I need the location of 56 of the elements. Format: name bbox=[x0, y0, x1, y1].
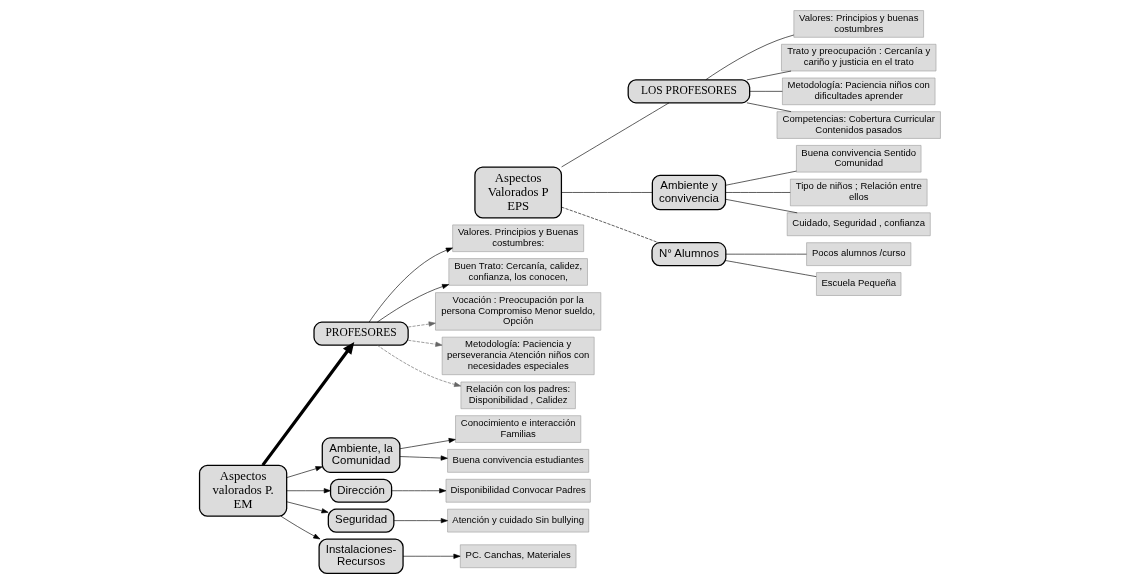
node-box: Dirección bbox=[329, 478, 393, 503]
arrow bbox=[286, 466, 323, 478]
node-box: Atención y cuidado Sin bullying bbox=[447, 508, 590, 533]
node-box: N° Alumnos bbox=[651, 242, 727, 267]
arrow bbox=[377, 284, 450, 323]
node-box: Buen Trato: Cercanía, calidez, confianza, los conocen, bbox=[448, 258, 588, 286]
node-box: Trato y preocupación : Cercanía y cariño y justicia en el trato bbox=[781, 43, 937, 72]
arrow bbox=[391, 488, 447, 494]
connector bbox=[746, 102, 792, 112]
connector bbox=[746, 70, 792, 81]
arrow bbox=[402, 553, 461, 559]
connector bbox=[705, 34, 795, 80]
node-box: Metodología: Paciencia y perseverancia Atención niños con necesidades especiales bbox=[441, 336, 595, 375]
connector bbox=[725, 253, 807, 255]
node-box: Aspectos Valorados P EPS bbox=[474, 166, 563, 219]
node-box: Aspectos valorados P. EM bbox=[198, 464, 288, 517]
arrow bbox=[407, 340, 443, 347]
arrow bbox=[399, 438, 456, 450]
node-box: Instalaciones- Recursos bbox=[318, 538, 404, 575]
connector bbox=[725, 260, 817, 277]
node-box: PROFESORES bbox=[313, 321, 409, 346]
arrow bbox=[261, 342, 355, 467]
node-box: Tipo de niños ; Relación entre ellos bbox=[790, 178, 928, 207]
arrow bbox=[377, 344, 462, 387]
node-box: Seguridad bbox=[327, 508, 395, 533]
node-box: Disponibilidad Convocar Padres bbox=[445, 478, 591, 503]
node-box: Escuela Pequeña bbox=[816, 272, 902, 296]
node-box: Metodología: Paciencia niños con dificultades aprender bbox=[782, 77, 936, 106]
node-box: Ambiente, la Comunidad bbox=[321, 437, 401, 473]
connector bbox=[561, 102, 670, 168]
connector bbox=[749, 91, 783, 92]
node-box: PC. Canchas, Materiales bbox=[459, 544, 577, 569]
connector bbox=[561, 192, 653, 193]
node-box: Buena convivencia Sentido Comunidad bbox=[796, 145, 922, 173]
arrow bbox=[286, 488, 331, 494]
node-box: LOS PROFESORES bbox=[627, 79, 751, 104]
node-box: Ambiente y convivencia bbox=[651, 174, 727, 211]
connector bbox=[725, 170, 797, 186]
node-box: Valores: Principios y buenas costumbres bbox=[793, 10, 924, 38]
node-box: Buena convivencia estudiantes bbox=[447, 449, 590, 473]
arrow bbox=[368, 247, 453, 323]
arrow bbox=[286, 501, 329, 514]
arrow bbox=[393, 518, 448, 524]
arrow bbox=[399, 455, 448, 461]
node-box: Relación con los padres: Disponibilidad , Calidez bbox=[460, 381, 576, 409]
node-box: Competencias: Cobertura Curricular Contenidos pasados bbox=[776, 111, 941, 139]
arrow bbox=[280, 515, 321, 540]
connector bbox=[725, 198, 798, 214]
connector bbox=[725, 192, 791, 193]
node-box: Conocimiento e interacción Familias bbox=[455, 415, 582, 443]
node-box: Cuidado, Seguridad , confianza bbox=[786, 212, 931, 237]
node-box: Valores. Principios y Buenas costumbres: bbox=[452, 224, 584, 252]
node-box: Pocos alumnos /curso bbox=[806, 242, 912, 266]
arrow bbox=[407, 321, 436, 328]
connector bbox=[561, 206, 659, 243]
node-box: Vocación : Preocupación por la persona Compromiso Menor sueldo, Opción bbox=[435, 292, 602, 331]
